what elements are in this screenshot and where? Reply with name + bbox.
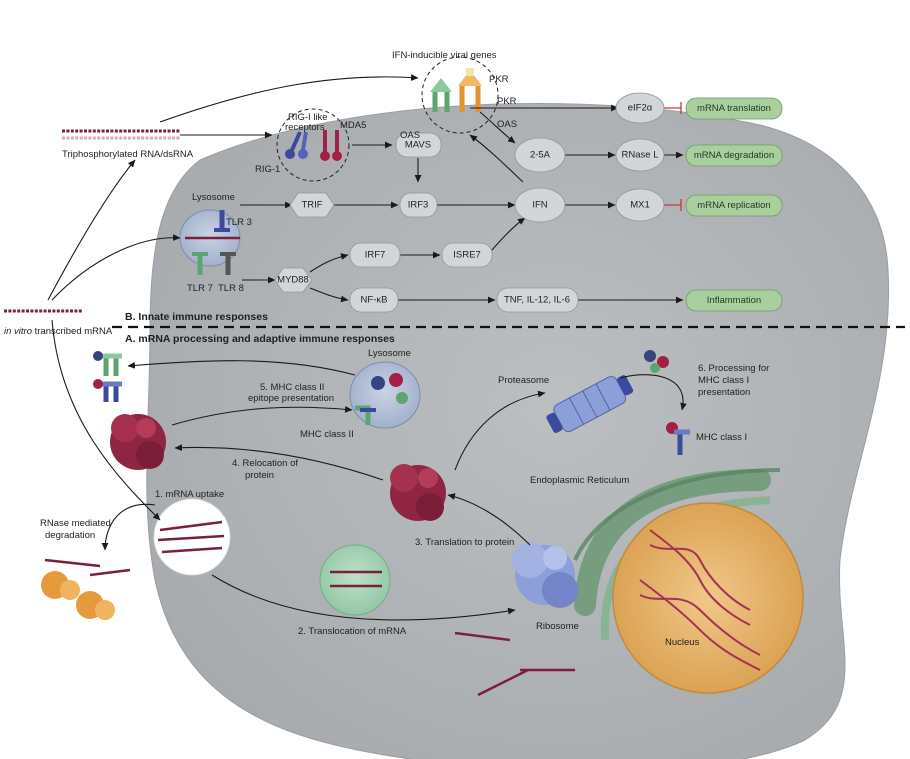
innate-arrows [47,74,684,304]
node-irf3: IRF3 [399,192,438,218]
label-er: Endoplasmic Reticulum [530,475,629,486]
label-in-vitro-italic: in vitro [4,326,32,337]
label-tlr8: TLR 8 [218,283,244,294]
node-trif-text: TRIF [301,200,322,211]
label-oas-left: OAS [400,130,420,141]
nucleus [612,502,804,694]
node-myd88-text: MYD88 [277,275,309,286]
label-proteasome: Proteasome [498,375,549,386]
outcome-degradation-text: mRNA degradation [694,150,774,161]
oas-protein [430,78,452,112]
label-tlr3: TLR 3 [226,217,252,228]
label-lysosome-top: Lysosome [192,192,235,203]
protein-translated [390,464,446,521]
node-trif: TRIF [289,192,335,218]
label-pkr-top: PKR [489,74,509,85]
transport-vesicle [319,544,391,616]
label-relocation-2: protein [245,470,274,481]
outcome-degradation: mRNA degradation [685,144,783,167]
label-mhc2-line1: 5. MHC class II [260,382,324,393]
node-mavs: MAVS [395,132,442,158]
label-triphos: Triphosphorylated RNA/dsRNA [62,149,194,160]
adaptive-arrows [51,319,687,621]
node-isre7-text: ISRE7 [453,250,480,261]
node-tnf: TNF, IL-12, IL-6 [496,287,579,313]
label-nucleus: Nucleus [665,637,700,648]
node-eif2a-text: eIF2α [628,103,653,114]
label-pkr-arrow: PKR [497,96,517,107]
label-lysosome-bottom: Lysosome [368,348,411,359]
section-b-title: B. Innate immune responses [125,311,268,323]
uptake-vesicle [153,498,231,576]
label-relocation-1: 4. Relocation of [232,458,298,469]
outcome-translation: mRNA translation [685,97,783,120]
node-mx1: MX1 [615,188,665,222]
label-in-vitro-mrna: in vitro transcribed mRNA [4,326,113,337]
peptide-fragments [644,350,669,373]
label-mhc1: MHC class I [696,432,747,443]
label-tlr7: TLR 7 [187,283,213,294]
label-ifn-inducible: IFN-inducible viral genes [392,50,497,61]
label-mhc2-line2: epitope presentation [248,393,334,404]
label-ribosome: Ribosome [536,621,579,632]
dna-helices [639,529,761,671]
mhc2-receptor-left-2 [93,379,122,402]
ifn-inducible-cluster [421,56,499,134]
node-irf3-text: IRF3 [408,200,429,211]
label-in-vitro-rest: transcribed mRNA [32,326,113,337]
protein-surface [110,414,166,470]
outcome-replication: mRNA replication [685,194,783,217]
label-rnase-2: degradation [45,530,95,541]
label-uptake: 1. mRNA uptake [155,489,224,500]
label-translation: 3. Translation to protein [415,537,514,548]
mhc2-receptor-left-1 [93,351,122,376]
section-a-title: A. mRNA processing and adaptive immune r… [125,333,395,345]
outcome-translation-text: mRNA translation [697,103,771,114]
mhc1-receptor [666,422,690,455]
label-processing-2: MHC class I [698,375,749,386]
label-oas-arrow: OAS [497,119,517,130]
node-eif2a: eIF2α [615,92,665,124]
node-myd88: MYD88 [274,267,313,293]
outcome-replication-text: mRNA replication [697,200,770,211]
lysosome-adaptive [349,361,421,429]
node-rnase-l: RNase L [615,138,665,172]
node-rnase-l-text: RNase L [622,150,659,161]
node-mavs-text: MAVS [405,140,431,151]
ribosome [512,542,578,608]
label-processing-1: 6. Processing for [698,363,769,374]
lysosome-innate [179,209,241,275]
node-isre7: ISRE7 [441,242,493,268]
label-rig-like: RIG-I like [288,112,328,123]
label-rig1: RIG-1 [255,164,280,175]
label-processing-3: presentation [698,387,750,398]
free-mrna [454,631,575,697]
node-ifn-text: IFN [532,200,547,211]
rig-like-cluster [276,108,350,182]
label-mda5: MDA5 [340,120,366,131]
rnase-enzymes [41,571,115,620]
node-mx1-text: MX1 [630,200,650,211]
node-nfkb-text: NF-κB [361,295,388,306]
label-receptors: receptors [285,122,325,133]
node-ifn: IFN [514,187,566,223]
outcome-inflammation-text: Inflammation [707,295,761,306]
degraded-rna [44,558,131,577]
inhibition-lines [663,102,682,211]
node-2-5a-text: 2-5A [530,150,551,161]
node-2-5a: 2-5A [514,137,566,173]
label-rnase-1: RNase mediated [40,518,111,529]
node-tnf-text: TNF, IL-12, IL-6 [504,295,570,306]
node-irf7-text: IRF7 [365,250,386,261]
proteasome [546,375,634,433]
mda5-receptor [320,130,342,161]
node-nfkb: NF-κB [349,287,399,313]
label-mhc2: MHC class II [300,429,354,440]
label-translocation: 2. Translocation of mRNA [298,626,407,637]
rig1-receptor [285,131,308,159]
outcome-inflammation: Inflammation [685,289,783,312]
node-irf7: IRF7 [349,242,401,268]
